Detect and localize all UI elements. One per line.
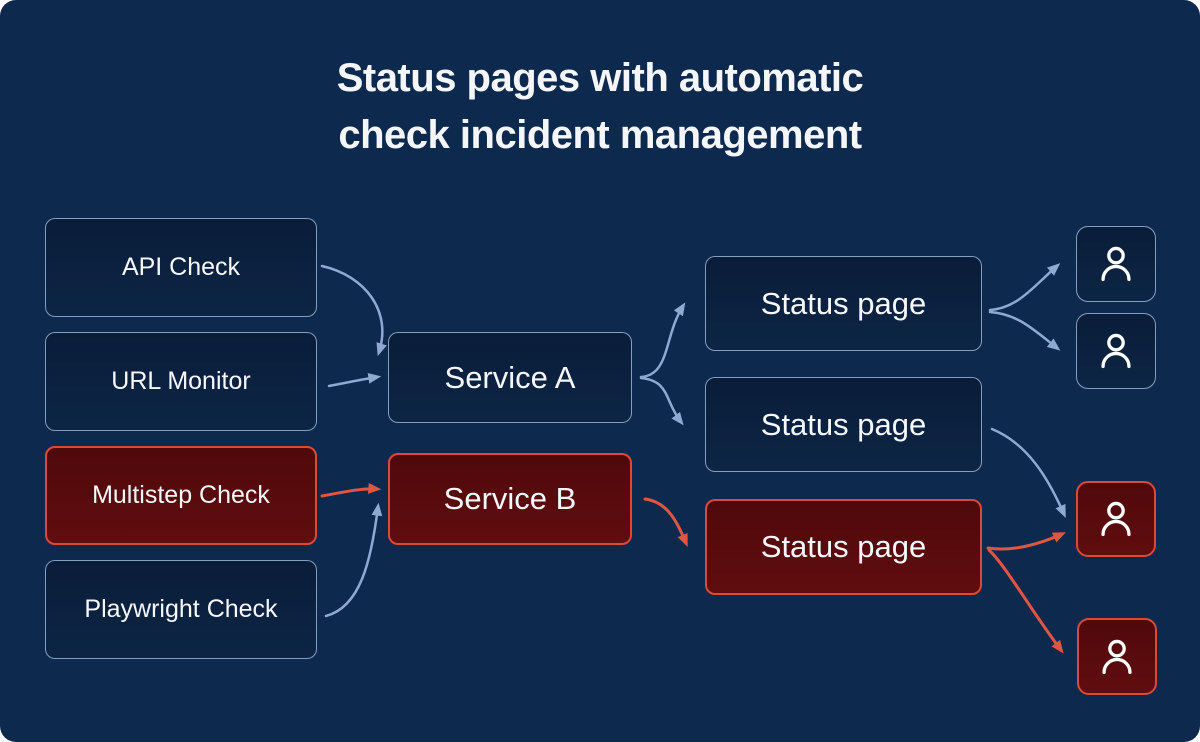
node-multistep-check-label: Multistep Check <box>92 481 270 509</box>
page-title: Status pages with automatic check inciden… <box>0 50 1200 164</box>
arrow-status-3-to-user-3 <box>986 532 1066 551</box>
arrow-playwright-to-service-b <box>324 502 383 618</box>
node-service-b: Service B <box>388 453 632 545</box>
subscriber-box-3 <box>1076 481 1156 557</box>
arrow-status-2-to-user-3 <box>990 427 1066 518</box>
arrow-status-1-to-user-1 <box>988 263 1061 312</box>
node-status-page-3-label: Status page <box>760 529 927 564</box>
node-playwright-check-label: Playwright Check <box>84 595 278 623</box>
subscriber-box-2 <box>1076 313 1156 389</box>
node-status-page-1: Status page <box>705 256 982 351</box>
arrow-multistep-to-service-b <box>320 483 382 498</box>
node-api-check: API Check <box>45 218 317 317</box>
node-status-page-2: Status page <box>705 377 982 472</box>
node-url-monitor: URL Monitor <box>45 332 317 431</box>
node-playwright-check: Playwright Check <box>45 560 317 659</box>
user-icon <box>1101 333 1131 369</box>
arrow-url-to-service-a <box>327 372 382 388</box>
node-status-page-1-label: Status page <box>760 285 927 321</box>
user-icon <box>1102 639 1132 674</box>
node-api-check-label: API Check <box>121 253 241 281</box>
node-url-monitor-label: URL Monitor <box>111 367 251 395</box>
node-status-page-2-label: Status page <box>760 406 927 442</box>
node-service-b-label: Service B <box>443 481 577 516</box>
arrow-api-to-service-a <box>320 264 387 357</box>
arrow-service-a-to-status-1 <box>639 302 686 379</box>
node-status-page-3: Status page <box>705 499 982 595</box>
arrow-service-a-to-status-2 <box>639 376 684 426</box>
subscriber-box-1 <box>1076 226 1156 302</box>
subscriber-box-4 <box>1077 618 1157 695</box>
node-service-a: Service A <box>388 332 632 423</box>
user-icon <box>1101 501 1131 537</box>
arrow-service-b-to-status-3 <box>643 497 688 547</box>
page-title-line1: Status pages with automatic <box>336 56 864 100</box>
arrow-status-3-to-user-4 <box>987 548 1064 654</box>
arrow-status-1-to-user-2 <box>988 310 1061 351</box>
page-title-line2: check incident management <box>338 113 862 157</box>
node-service-a-label: Service A <box>444 359 576 395</box>
user-icon <box>1101 246 1131 282</box>
node-multistep-check: Multistep Check <box>45 446 317 545</box>
